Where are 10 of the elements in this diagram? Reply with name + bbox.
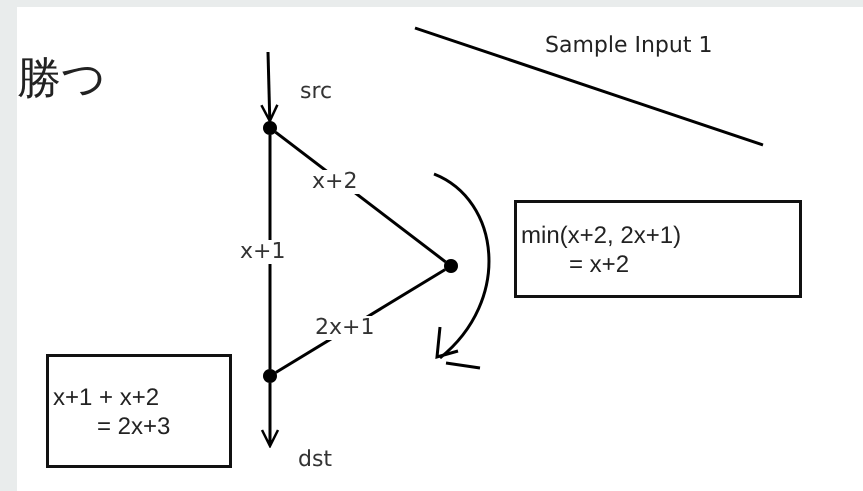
formula-text: x+1 + x+2 = 2x+3 [53, 383, 172, 441]
formula-box [46, 354, 232, 468]
arrow [260, 52, 279, 122]
formula-box [514, 200, 802, 298]
formula-text: min(x+2, 2x+1) = x+2 [521, 221, 682, 279]
arrow [260, 383, 280, 448]
connector-line [268, 135, 272, 369]
sample-caption: Sample Input 1 [545, 34, 712, 58]
edge-label: x+2 [310, 170, 360, 194]
heading-fragment: 勝つ [17, 55, 106, 104]
